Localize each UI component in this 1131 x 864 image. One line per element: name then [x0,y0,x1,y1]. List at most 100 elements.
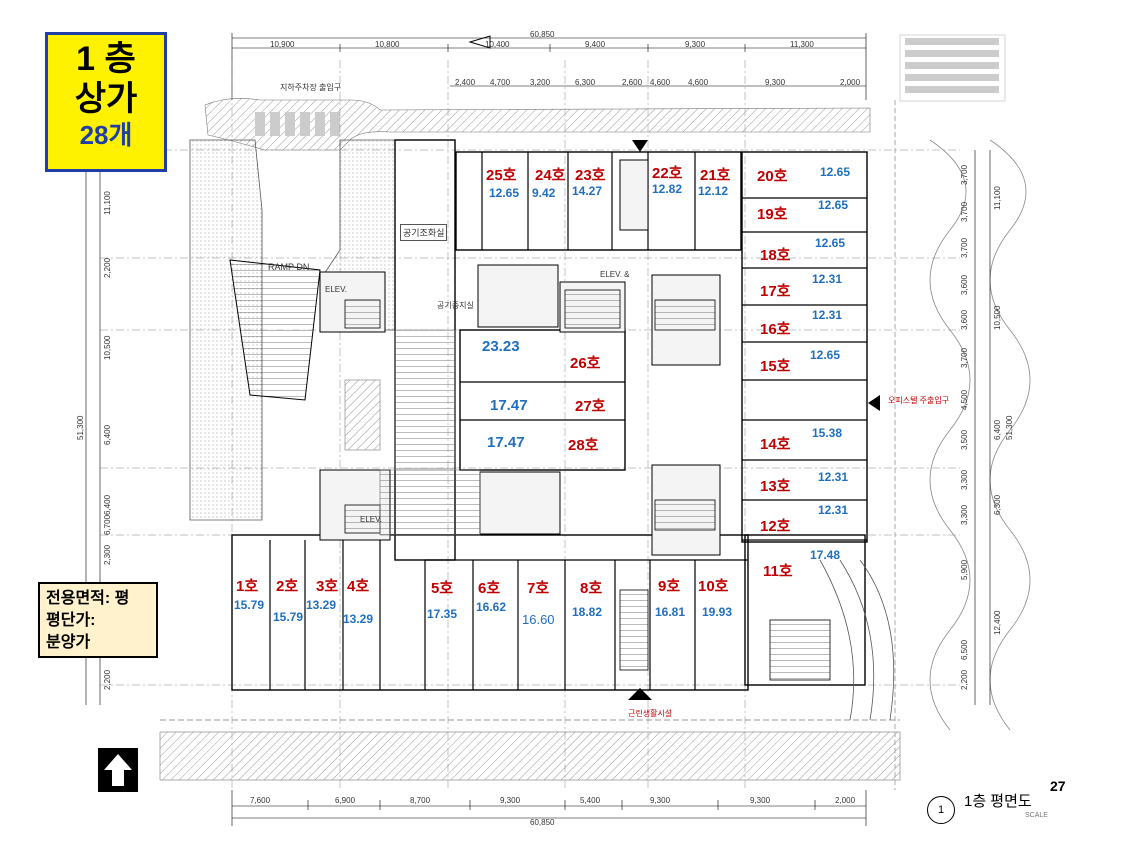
ramp-label: RAMP DN [268,262,310,272]
info-price-per-pyeong: 평단가: [46,612,96,629]
unit-area: 17.35 [427,607,458,621]
dimension-label: 60,850 [530,30,555,39]
crosswalk [899,34,1006,102]
unit-area: 19.93 [702,605,733,619]
unit-area: 17.47 [487,434,525,451]
floor-title-box: 1 층 상가 28개 [45,32,167,172]
dimension-label: 6,500 [960,639,969,660]
dimension-label: 4,700 [490,78,511,87]
unit-area: 13.29 [343,612,374,626]
dimension-label: 3,700 [960,347,969,368]
unit-area: 12.31 [812,308,843,322]
dimension-label: 8,700 [410,796,431,805]
unit-area: 12.31 [818,470,849,484]
unit-area: 15.38 [812,426,843,440]
unit-area: 15.79 [234,598,265,612]
dimension-label: 10,800 [375,40,400,49]
unit-label: 10호 [698,578,729,595]
unit-area: 12.82 [652,182,683,196]
common-room-label: 공기중지실 [437,301,474,310]
dimension-label: 9,300 [765,78,786,87]
parking-entrance-label: 지하주차장 출입구 [280,83,342,92]
unit-area: 12.12 [698,184,729,198]
dimension-label: 51,300 [76,415,85,440]
unit-label: 20호 [757,168,788,185]
dimension-label: 10,500 [993,305,1002,330]
unit-label: 26호 [570,355,601,372]
dimension-label: 4,600 [688,78,709,87]
unit-label: 28호 [568,437,599,454]
unit-area: 12.65 [489,186,520,200]
unit-label: 13호 [760,478,791,495]
unit-area: 12.65 [818,198,849,212]
north-arrow-icon [98,748,138,792]
unit-area: 15.79 [273,610,304,624]
unit-label: 22호 [652,165,683,182]
dimension-label: 3,600 [960,274,969,295]
unit-area: 12.65 [810,348,841,362]
dimension-label: 3,300 [960,469,969,490]
unit-area: 14.27 [572,184,603,198]
dimension-label: 2,300 [103,544,112,565]
dimension-label: 6,300 [993,494,1002,515]
unit-label: 15호 [760,358,791,375]
dimension-label: 5,400 [580,796,601,805]
dimension-label: 6,900 [335,796,356,805]
unit-label: 24호 [535,167,566,184]
unit-label: 8호 [580,580,603,597]
unit-area: 16.62 [476,600,507,614]
dimension-label: 6,400 [103,494,112,515]
floor-use: 상가 [74,80,138,118]
dimension-label: 10,500 [103,335,112,360]
elevator-label-1: ELEV. [325,285,347,294]
unit-label: 27호 [575,398,606,415]
dimension-label: 2,000 [835,796,856,805]
dimension-label: 11,300 [790,40,814,49]
office-entrance-label: 오피스텔 주출입구 [888,396,950,405]
dimension-label: 10,400 [485,40,510,49]
unit-area: 17.48 [810,548,841,562]
dimension-label: 9,300 [685,40,706,49]
dimension-label: 11,100 [993,186,1002,210]
unit-label: 12호 [760,518,791,535]
unit-area: 17.47 [490,397,528,414]
dimension-label: 3,300 [960,504,969,525]
unit-area: 12.65 [820,165,851,179]
dimension-label: 2,200 [103,669,112,690]
unit-label: 11호 [763,563,793,580]
dimension-label: 7,600 [250,796,271,805]
unit-area: 16.81 [655,605,686,619]
unit-label: 16호 [760,321,791,338]
dimension-label: 2,600 [622,78,643,87]
info-sale-price: 분양가 [46,634,91,651]
facility-label: 근린생활시설 [628,709,673,718]
unit-area: 13.29 [306,598,337,612]
dimension-label: 51,300 [1005,415,1014,440]
dimension-label: 9,300 [650,796,671,805]
unit-area: 12.31 [812,272,843,286]
floor-title: 1 층 [76,40,136,78]
info-box: 전용면적: 평 평단가: 분양가 [38,582,158,658]
unit-label: 7호 [527,580,550,597]
dimension-label: 4,600 [650,78,671,87]
info-area: 전용면적: 평 [46,590,130,607]
unit-area: 16.60 [522,612,555,627]
unit-label: 17호 [760,283,791,300]
dimension-label: 3,700 [960,164,969,185]
unit-label: 6호 [478,580,501,597]
dimension-label: 4,500 [960,389,969,410]
unit-label: 5호 [431,580,454,597]
dimension-label: 9,300 [750,796,771,805]
dimension-label: 2,400 [455,78,476,87]
scale-label: SCALE [1025,812,1048,819]
unit-label: 21호 [700,167,731,184]
dimension-label: 60,850 [530,818,555,827]
unit-label: 25호 [486,167,517,184]
dimension-label: 12,400 [993,610,1002,635]
dimension-label: 6,300 [575,78,596,87]
dimension-label: 6,400 [993,419,1002,440]
unit-area: 9.42 [532,186,556,200]
dimension-label: 6,400 [103,424,112,445]
unit-area: 18.82 [572,605,603,619]
dimension-label: 3,600 [960,309,969,330]
